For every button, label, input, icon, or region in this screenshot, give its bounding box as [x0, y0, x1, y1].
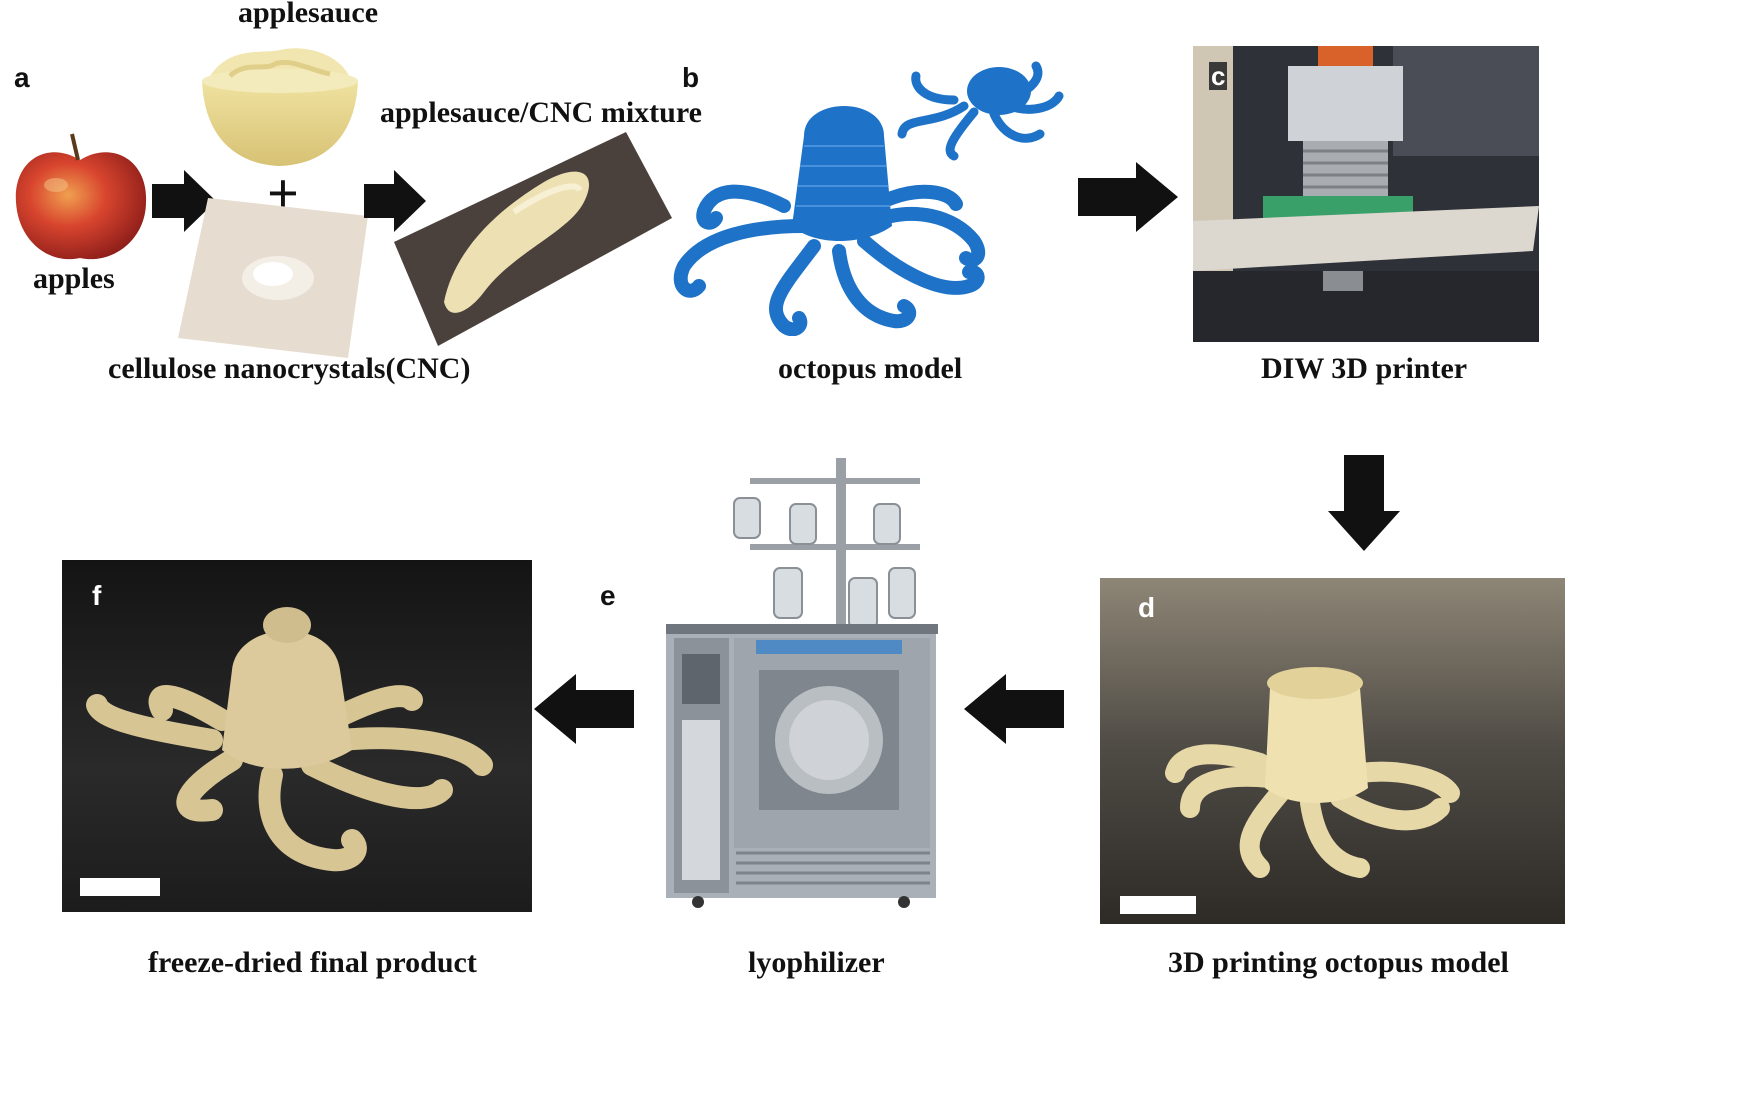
freeze-dried-octopus-photo: f [62, 560, 532, 912]
arrow-down-icon [1328, 455, 1400, 551]
applesauce-caption: applesauce [238, 0, 379, 29]
applesauce-bowl-image [190, 36, 370, 171]
arrow-left-icon [964, 674, 1064, 744]
final-product-caption: freeze-dried final product [148, 946, 477, 979]
apples-caption: apples [33, 262, 115, 295]
arrow-left-icon [534, 674, 634, 744]
panel-label-e: e [600, 580, 616, 611]
scale-bar-f [80, 878, 160, 896]
arrow-right-icon [152, 170, 216, 232]
lyophilizer-image [664, 458, 948, 910]
lyophilizer-caption: lyophilizer [748, 946, 885, 979]
arrow-right-icon [1078, 162, 1178, 232]
printed-octopus-photo: d [1100, 578, 1565, 924]
scale-bar-d [1120, 896, 1196, 914]
apple-image [8, 130, 153, 265]
mixture-caption: applesauce/CNC mixture [380, 96, 702, 129]
panel-label-f: f [92, 580, 102, 611]
panel-label-d: d [1138, 592, 1156, 623]
cnc-powder-image [178, 198, 368, 358]
panel-label-b: b [682, 62, 700, 93]
panel-label-c: c [1209, 61, 1228, 91]
panel-label-a: a [14, 62, 30, 93]
printed-octopus-caption: 3D printing octopus model [1168, 946, 1509, 979]
octopus-model-image [664, 36, 1069, 336]
arrow-right-icon [364, 170, 426, 232]
printer-photo: c [1193, 46, 1539, 342]
mixture-paper-image [394, 132, 672, 346]
cnc-caption: cellulose nanocrystals(CNC) [108, 352, 471, 385]
octopus-model-caption: octopus model [778, 352, 963, 385]
printer-caption: DIW 3D printer [1261, 352, 1468, 385]
